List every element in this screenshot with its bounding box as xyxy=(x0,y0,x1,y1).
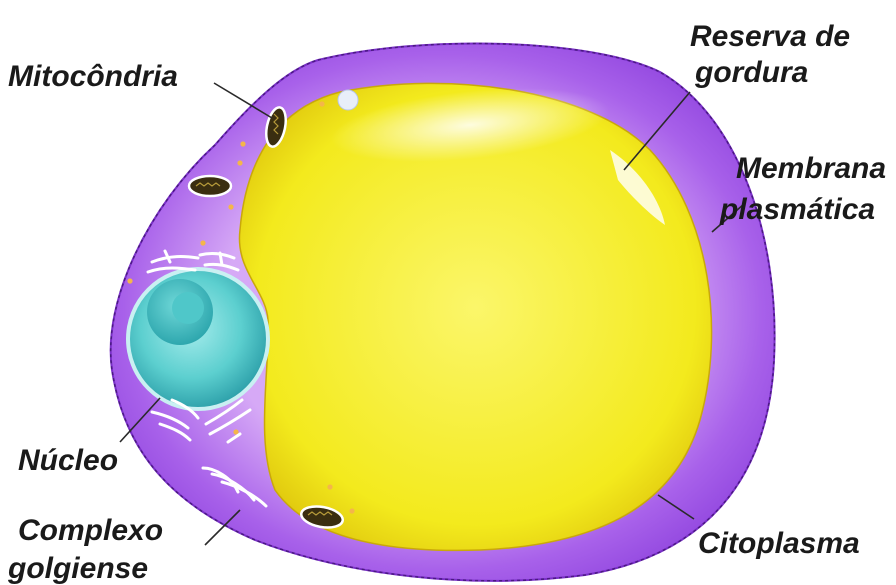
mitochondrion-2 xyxy=(189,176,231,196)
label-complexo: Complexo xyxy=(18,514,163,547)
label-citoplasma: Citoplasma xyxy=(698,527,860,560)
label-gordura: gordura xyxy=(694,56,808,89)
label-plasmatica: plasmática xyxy=(719,193,875,226)
label-mitocondria: Mitocôndria xyxy=(8,60,178,93)
nucleolus-inner xyxy=(172,292,204,324)
label-nucleo: Núcleo xyxy=(18,444,118,477)
vesicle xyxy=(338,90,358,110)
label-membrana: Membrana xyxy=(736,152,886,185)
label-golgiense: golgiense xyxy=(7,552,148,585)
label-reserva-de: Reserva de xyxy=(690,20,850,53)
